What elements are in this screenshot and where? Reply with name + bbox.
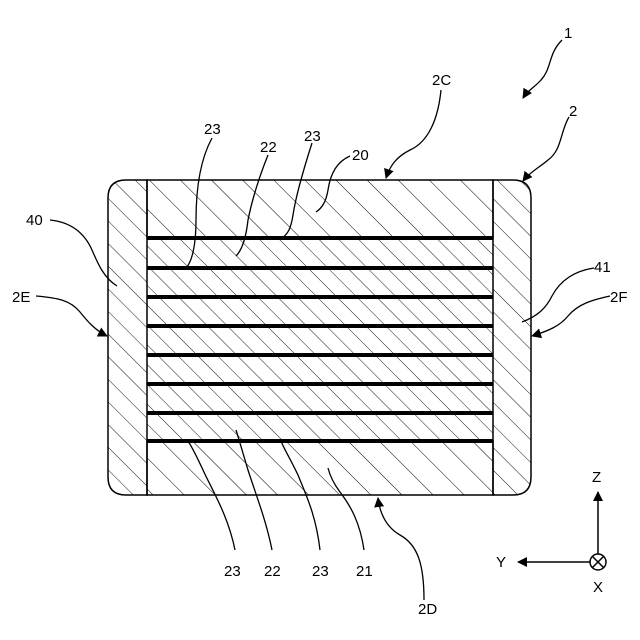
leader-2 bbox=[523, 117, 569, 181]
label-20: 20 bbox=[352, 147, 369, 164]
leader-1 bbox=[523, 40, 562, 98]
leader-2d bbox=[378, 498, 424, 600]
label-23-bottom-right: 23 bbox=[312, 563, 329, 580]
right-terminal-41 bbox=[493, 180, 531, 495]
left-terminal-40 bbox=[108, 180, 147, 495]
label-21: 21 bbox=[356, 563, 373, 580]
leader-2e bbox=[36, 296, 107, 336]
label-2c: 2C bbox=[432, 72, 451, 89]
label-2d: 2D bbox=[418, 601, 437, 618]
leader-2f bbox=[532, 296, 610, 336]
label-1: 1 bbox=[564, 25, 572, 42]
bottom-cover-21 bbox=[147, 441, 493, 495]
label-22-top: 22 bbox=[260, 139, 277, 156]
label-23-bottom-left: 23 bbox=[224, 563, 241, 580]
label-2f: 2F bbox=[610, 289, 628, 306]
label-23-top-left: 23 bbox=[204, 121, 221, 138]
axis-label-y: Y bbox=[496, 554, 506, 571]
axis-label-x: X bbox=[593, 579, 603, 596]
leader-2c bbox=[386, 90, 441, 178]
label-2: 2 bbox=[569, 103, 577, 120]
axis-label-z: Z bbox=[592, 469, 601, 486]
label-41: 41 bbox=[594, 259, 611, 276]
leader-40 bbox=[50, 220, 117, 286]
label-40: 40 bbox=[26, 212, 43, 229]
label-23-top-right: 23 bbox=[304, 128, 321, 145]
label-2e: 2E bbox=[12, 289, 30, 306]
leader-41 bbox=[522, 268, 594, 322]
label-22-bottom: 22 bbox=[264, 563, 281, 580]
